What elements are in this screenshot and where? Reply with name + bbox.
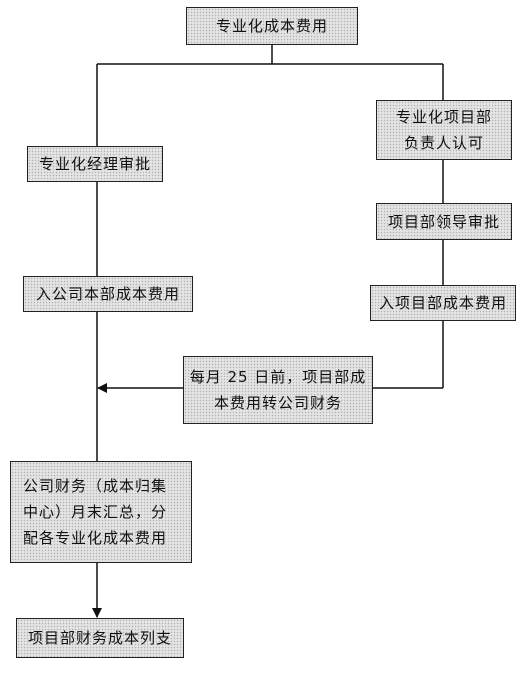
node-project-cost-entry: 入项目部成本费用 [370,285,516,321]
node-project-head-approval-line-2: 负责人认可 [403,134,484,152]
node-finance-summary-line-3: 配各专业化成本费用 [23,529,168,547]
node-final-expense-label: 项目部财务成本列支 [27,629,172,647]
node-professional-cost: 专业化成本费用 [186,7,358,45]
node-professional-cost-label: 专业化成本费用 [215,17,328,35]
node-manager-approval-label: 专业化经理审批 [38,155,151,173]
node-monthly-transfer: 每月 25 日前，项目部成 本费用转公司财务 [183,356,373,424]
node-final-expense: 项目部财务成本列支 [16,618,184,658]
node-finance-summary-line-1: 公司财务（成本归集 [23,477,168,495]
node-finance-summary-line-2: 中心）月末汇总，分 [23,503,168,521]
node-project-head-approval-line-1: 专业化项目部 [395,108,492,126]
node-project-cost-entry-label: 入项目部成本费用 [378,294,507,312]
node-project-head-approval: 专业化项目部 负责人认可 [376,100,512,160]
node-finance-summary: 公司财务（成本归集 中心）月末汇总，分 配各专业化成本费用 [10,461,192,563]
node-monthly-transfer-line-1: 每月 25 日前，项目部成 [189,368,367,386]
node-company-cost-entry-label: 入公司本部成本费用 [35,285,180,303]
node-monthly-transfer-line-2: 本费用转公司财务 [213,394,342,412]
node-manager-approval: 专业化经理审批 [27,146,163,182]
node-dept-leader-approval-label: 项目部领导审批 [387,212,500,231]
node-dept-leader-approval: 项目部领导审批 [376,203,512,240]
node-company-cost-entry: 入公司本部成本费用 [23,276,193,312]
